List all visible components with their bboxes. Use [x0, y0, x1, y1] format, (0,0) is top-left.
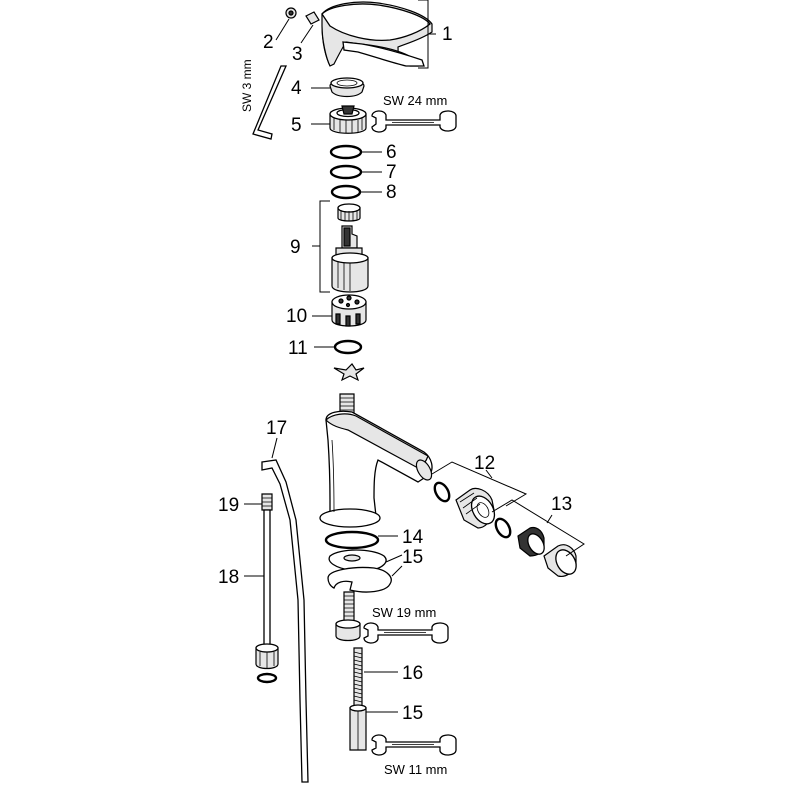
label-6: 6 [386, 142, 397, 163]
cover-cap-part [329, 77, 365, 98]
label-19: 19 [218, 495, 239, 516]
threaded-rod-part [353, 647, 363, 707]
label-4: 4 [291, 78, 302, 99]
set-screw-part [285, 7, 297, 19]
bracket-13 [491, 499, 585, 557]
diverter-part [331, 294, 367, 327]
label-14: 14 [402, 527, 424, 548]
label-9: 9 [290, 237, 301, 258]
supply-hose-part [255, 493, 279, 684]
aerator-housing-part [433, 481, 496, 529]
mixer-body-part [319, 393, 433, 528]
label-12: 12 [474, 453, 495, 474]
label-15-bottom: 15 [402, 703, 423, 724]
pop-up-rod-part [261, 459, 309, 783]
leader-17 [271, 437, 278, 459]
o-ring-6 [329, 144, 363, 160]
mounting-stem-part [335, 591, 361, 642]
label-2: 2 [263, 32, 274, 53]
cartridge-nut-part [329, 105, 367, 134]
pin-part [305, 11, 320, 25]
aerator-insert-part [494, 517, 577, 577]
leader-15-top [385, 554, 403, 577]
bracket-12 [431, 461, 528, 507]
leader-3 [300, 24, 314, 44]
allen-key-size-label: SW 3 mm [240, 59, 254, 112]
wrench-11-tool [371, 734, 457, 756]
label-3: 3 [292, 44, 303, 65]
leader-2 [275, 18, 290, 41]
label-11: 11 [288, 338, 308, 359]
label-16: 16 [402, 663, 423, 684]
allen-key-tool [252, 65, 287, 140]
label-13: 13 [551, 494, 572, 515]
wrench-19-tool [363, 622, 449, 644]
label-10: 10 [286, 306, 307, 327]
handle-lever-part [321, 1, 433, 67]
o-ring-7 [329, 164, 363, 180]
retaining-clip-part [333, 363, 365, 382]
label-7: 7 [386, 162, 397, 183]
wrench-24-tool [371, 110, 457, 133]
label-15-top: 15 [402, 547, 423, 568]
label-5: 5 [291, 115, 302, 136]
label-17: 17 [266, 418, 287, 439]
bracket-1 [418, 0, 436, 69]
o-ring-8 [330, 184, 362, 200]
wrench-11-size-label: SW 11 mm [384, 762, 447, 777]
bracket-9 [312, 200, 330, 293]
label-18: 18 [218, 567, 239, 588]
o-ring-11 [333, 339, 363, 355]
label-1: 1 [442, 24, 453, 45]
gasket-14 [324, 530, 380, 550]
hex-sleeve-part [349, 704, 367, 751]
cartridge-part [331, 203, 369, 293]
wrench-24-size-label: SW 24 mm [383, 93, 447, 108]
mounting-plate-part [327, 549, 392, 593]
label-8: 8 [386, 182, 397, 203]
wrench-19-size-label: SW 19 mm [372, 605, 436, 620]
